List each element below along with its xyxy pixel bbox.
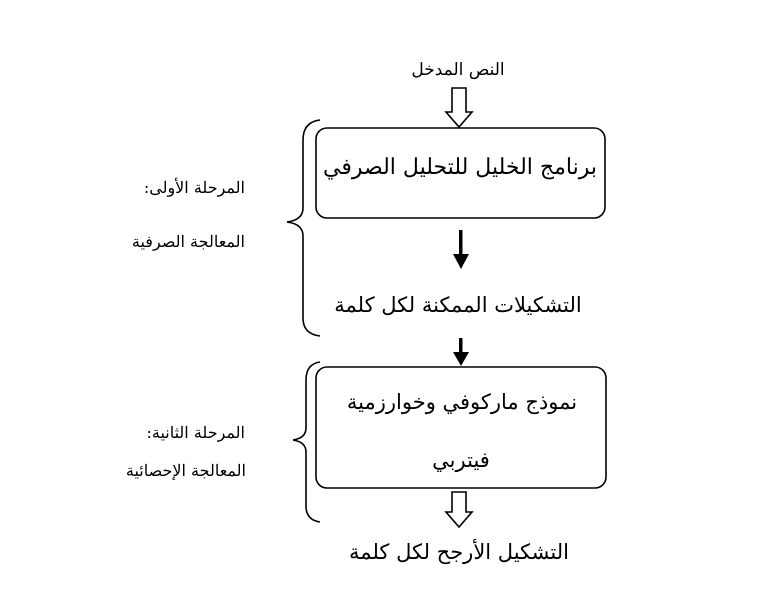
box-alkhalil [315, 127, 606, 219]
arrow1-head [453, 254, 469, 269]
stage2-label-line1: المرحلة الثانية: [146, 423, 245, 442]
box-markov-line1: نموذج ماركوفي وخوارزمية [346, 390, 578, 414]
arrow2-shaft [459, 338, 463, 354]
box-markov-line2: فيتربي [432, 448, 490, 472]
stage1-label-line1: المرحلة الأولى: [143, 178, 245, 197]
stage1-output-text: التشكيلات الممكنة لكل كلمة [334, 293, 582, 317]
stage1-label-line2: المعالجة الصرفية [131, 232, 245, 251]
input-text: النص المدخل [411, 60, 505, 80]
brace-stage1 [286, 119, 321, 337]
stage2-label-line2: المعالجة الإحصائية [125, 461, 246, 480]
box-markov [315, 366, 607, 489]
hollow-arrow-output [444, 491, 474, 529]
arrow1-shaft [459, 230, 463, 256]
arrow2-head [453, 352, 469, 366]
final-output-text: التشكيل الأرجح لكل كلمة [349, 540, 569, 564]
hollow-arrow-input [444, 87, 474, 129]
box-alkhalil-text: برنامج الخليل للتحليل الصرفي [323, 155, 597, 180]
brace-stage2 [292, 361, 321, 523]
